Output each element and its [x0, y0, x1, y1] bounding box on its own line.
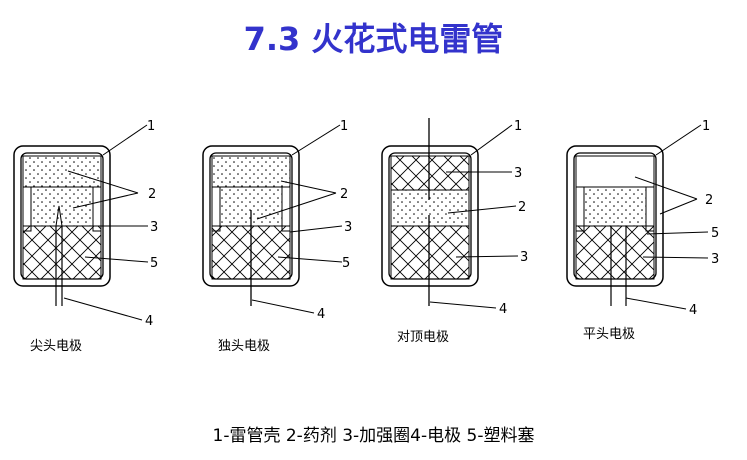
detonator-3-callout-1: 1: [514, 119, 522, 134]
detonator-3-leaders: [429, 124, 519, 309]
detonator-4-callout-3: 3: [711, 252, 719, 267]
detonator-flat-electrode: [566, 145, 664, 306]
detonator-1-callout-2: 2: [148, 187, 156, 202]
detonator-4-callout-5: 5: [711, 226, 719, 241]
detonator-4-leaders: [625, 124, 709, 310]
detonator-2-callout-3: 3: [344, 220, 352, 235]
detonator-opposed-electrode: [381, 118, 479, 306]
detonator-2-callout-1: 1: [340, 119, 348, 134]
detonator-3-callout-3-top: 3: [514, 166, 522, 181]
detonator-2-callout-5: 5: [342, 256, 350, 271]
detonator-4-callout-1: 1: [702, 119, 710, 134]
detonator-1-callout-5: 5: [150, 256, 158, 271]
parts-legend: 1-雷管壳 2-药剂 3-加强圈4-电极 5-塑料塞: [212, 426, 535, 446]
detonator-1-callout-1: 1: [147, 119, 155, 134]
detonator-4-callout-2: 2: [705, 193, 713, 208]
detonator-2-leaders: [251, 124, 343, 314]
detonator-3-caption: 对顶电极: [397, 330, 449, 345]
detonator-1-caption: 尖头电极: [30, 339, 82, 354]
detonator-2-callout-2: 2: [340, 187, 348, 202]
detonator-4-callout-4: 4: [689, 303, 697, 318]
detonator-1-callout-4: 4: [145, 314, 153, 329]
detonator-1-callout-3: 3: [150, 220, 158, 235]
page-title: 7.3 火花式电雷管: [243, 20, 504, 58]
detonator-pointed-electrode: [13, 145, 111, 306]
detonator-4-caption: 平头电极: [583, 327, 635, 342]
detonator-1-leaders: [63, 124, 149, 321]
detonator-2-callout-4: 4: [317, 307, 325, 322]
detonator-3-callout-2: 2: [518, 200, 526, 215]
detonator-single-electrode: [202, 145, 300, 306]
detonator-3-callout-3-bottom: 3: [520, 250, 528, 265]
detonator-2-caption: 独头电极: [218, 339, 270, 354]
detonator-3-callout-4: 4: [499, 302, 507, 317]
